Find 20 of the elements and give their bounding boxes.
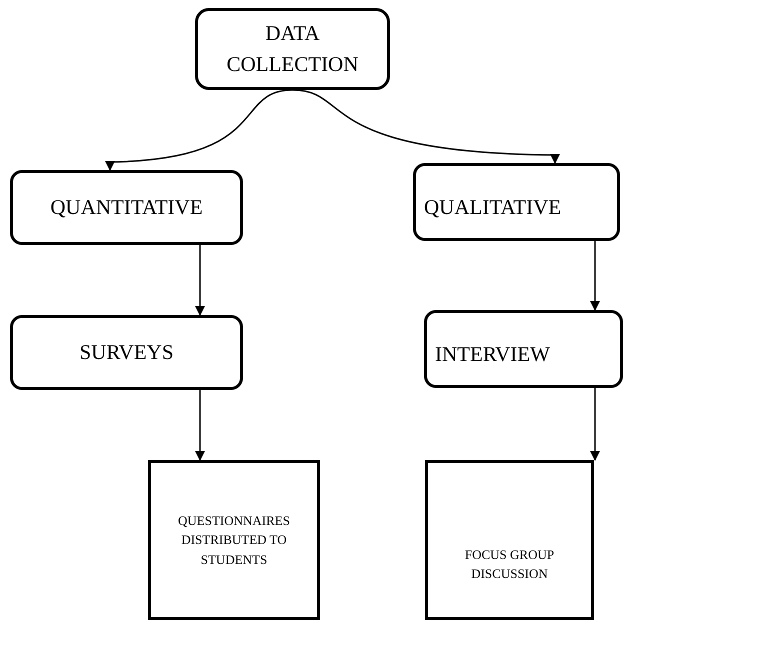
text-box [148,460,320,620]
node-label: QUANTITATIVE [50,194,203,221]
arrow [195,245,205,316]
node-label: INTERVIEW [435,341,550,368]
arrow [292,89,560,164]
process-box [10,315,243,390]
process-box [195,8,390,90]
arrow [105,89,293,171]
process-box [424,310,623,388]
arrow [590,388,600,461]
node-label: QUALITATIVE [424,194,562,222]
process-box [413,163,620,241]
node-label: DATA COLLECTION [226,20,360,78]
node-label: FOCUS GROUP DISCUSSION [464,546,556,583]
node-label: QUESTIONNAIRES DISTRIBUTED TO STUDENTS [177,512,291,569]
arrow [590,241,600,311]
text-box [425,460,594,620]
arrow [195,390,205,461]
process-box [10,170,243,245]
node-label: SURVEYS [79,338,174,366]
